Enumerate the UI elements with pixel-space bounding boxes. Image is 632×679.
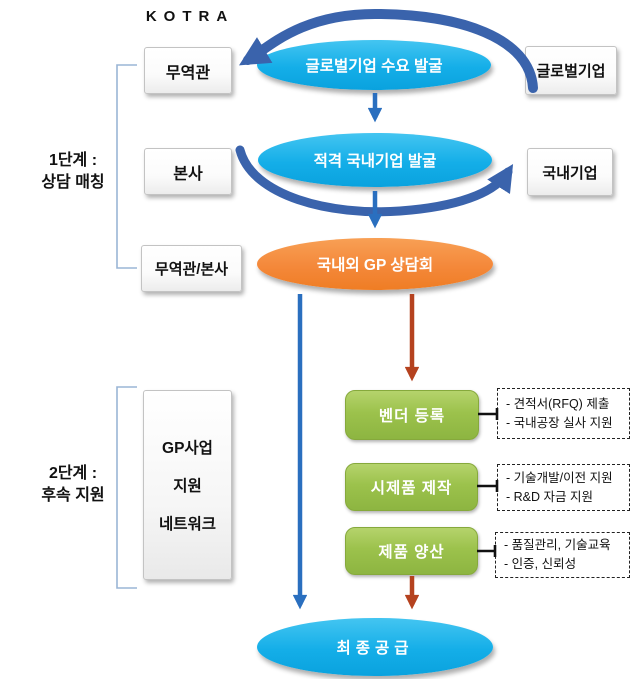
kotra-box-trade-office-hq: 무역관/본사 (141, 245, 242, 292)
ellipse-global-demand-discovery: 글로벌기업 수요 발굴 (257, 40, 491, 90)
kotra-box-trade-office: 무역관 (144, 47, 232, 94)
ellipse-gp-consultation: 국내외 GP 상담회 (257, 238, 493, 290)
note-line: - 국내공장 실사 지원 (506, 415, 613, 430)
ellipse-domestic-company-discovery: 적격 국내기업 발굴 (258, 133, 492, 187)
kotra-box-headquarters: 본사 (144, 148, 232, 195)
network-box-line1: GP사업 (162, 440, 213, 457)
stage1-label-line2: 상담 매칭 (41, 174, 105, 191)
ellipse-final-supply: 최종공급 (257, 618, 493, 676)
note-line: - 인증, 신뢰성 (504, 557, 577, 571)
network-box-line3: 네트워크 (158, 516, 217, 533)
note-connectors (477, 408, 499, 557)
partner-box-global-company: 글로벌기업 (525, 46, 617, 95)
notes-prototype-production: - 기술개발/이전 지원 - R&D 자금 지원 (497, 464, 630, 511)
notes-mass-production: - 품질관리, 기술교육 - 인증, 신뢰성 (495, 532, 630, 578)
gp-support-network-box: GP사업 지원 네트워크 (143, 390, 232, 580)
stage2-label-line2: 후속 지원 (41, 487, 105, 504)
partner-box-domestic-company: 국내기업 (527, 148, 613, 196)
step-mass-production: 제품 양산 (345, 527, 478, 575)
stage2-label: 2단계 : 후속 지원 (18, 463, 128, 507)
step-prototype-production: 시제품 제작 (345, 463, 478, 511)
note-line: - 품질관리, 기술교육 (504, 538, 611, 552)
stage1-label-line1: 1단계 : (48, 152, 98, 169)
stage2-label-line1: 2단계 : (48, 465, 98, 482)
stage1-label: 1단계 : 상담 매칭 (18, 150, 128, 194)
step-vendor-registration: 벤더 등록 (345, 390, 479, 440)
diagram-title: KOTRA (145, 8, 235, 25)
note-line: - 기술개발/이전 지원 (506, 470, 613, 485)
notes-vendor-registration: - 견적서(RFQ) 제출 - 국내공장 실사 지원 (497, 388, 630, 439)
note-line: - 견적서(RFQ) 제출 (506, 396, 610, 411)
note-line: - R&D 자금 지원 (506, 489, 593, 504)
network-box-line2: 지원 (173, 478, 202, 495)
